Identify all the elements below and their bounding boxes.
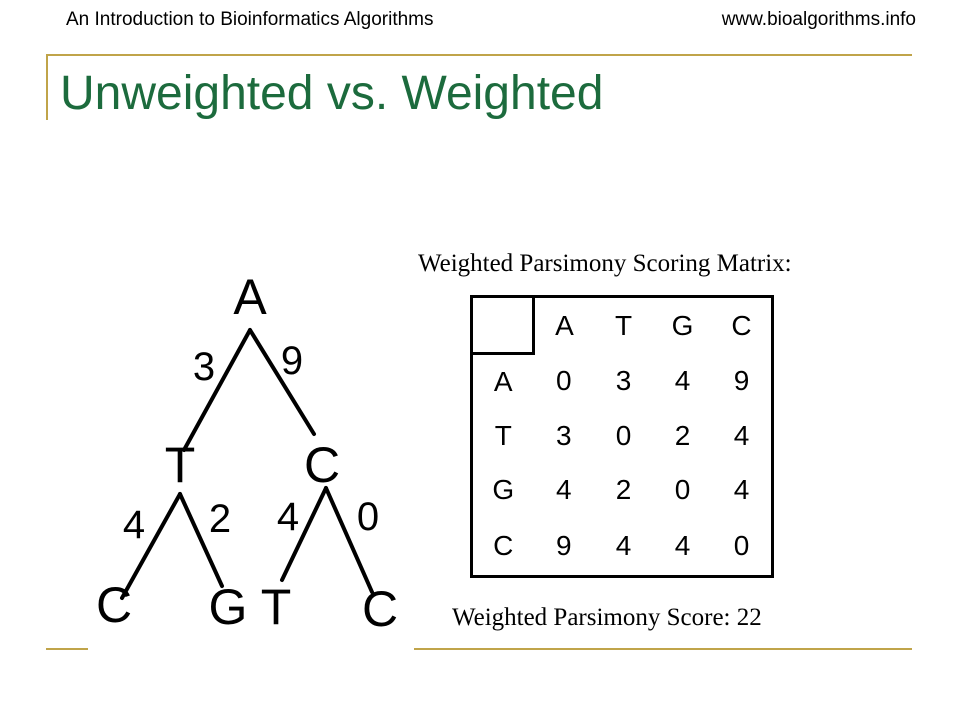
footer-rule-left (46, 648, 88, 650)
tree-leaf-3: T (261, 579, 292, 635)
matrix-row: C 9 4 4 0 (470, 517, 774, 578)
weighted-tree-diagram: A T C C G T C 3 9 4 2 4 0 (96, 269, 398, 637)
matrix-header-row: A T G C (470, 295, 774, 355)
tree-leaf-2: G (209, 579, 248, 635)
title-top-rule (46, 54, 912, 56)
matrix-column-header: C (712, 295, 774, 354)
matrix-cell: 4 (653, 517, 712, 578)
matrix-column-header: G (653, 295, 712, 354)
matrix-cell: 9 (712, 353, 774, 409)
edge-weight-t-left: 4 (123, 503, 145, 547)
title-left-rule (46, 54, 48, 120)
matrix-column-header: T (594, 295, 653, 354)
matrix-row: A 0 3 4 9 (470, 353, 774, 409)
matrix-cell: 0 (615, 420, 632, 451)
matrix-row-header: T (470, 409, 534, 463)
tree-node-left: T (165, 437, 196, 493)
tree-node-right: C (304, 437, 340, 493)
parsimony-score: Weighted Parsimony Score: 22 (452, 604, 762, 631)
matrix-cell: 4 (674, 365, 691, 397)
matrix-cell: 9 (533, 517, 594, 578)
tree-leaf-1: C (96, 577, 132, 633)
matrix-row: G 4 2 0 4 (470, 463, 774, 517)
matrix-cell: 4 (712, 463, 774, 517)
edge-weight-c-right: 0 (357, 495, 379, 539)
matrix-cell: 2 (674, 420, 691, 451)
edge-weight-root-right: 9 (281, 339, 303, 383)
edge-t-to-leaf-g (178, 492, 224, 588)
matrix-cell: 0 (712, 517, 774, 578)
matrix-cell: 0 (674, 474, 691, 505)
matrix-row-header: C (470, 517, 534, 578)
matrix-corner-cell (470, 295, 535, 355)
matrix-row-header: G (470, 463, 534, 517)
matrix-row: T 3 0 2 4 (470, 409, 774, 463)
header-course-title: An Introduction to Bioinformatics Algori… (66, 9, 434, 30)
edge-c-to-leaf-c (324, 486, 374, 594)
matrix-cell: 3 (615, 365, 632, 397)
edge-c-to-leaf-t (280, 486, 328, 582)
slide-title: Unweighted vs. Weighted (60, 67, 604, 120)
matrix-row-header: A (470, 353, 534, 409)
footer-rule-right (414, 648, 912, 650)
matrix-cell: 2 (615, 474, 632, 505)
edge-weight-c-left: 4 (277, 495, 299, 539)
matrix-column-header: A (533, 295, 594, 354)
edge-root-to-t (182, 328, 252, 452)
matrix-caption: Weighted Parsimony Scoring Matrix: (418, 250, 792, 277)
edge-weight-root-left: 3 (193, 345, 215, 389)
matrix-cell: 4 (594, 517, 653, 578)
edge-root-to-c (248, 328, 316, 436)
tree-leaf-4: C (362, 581, 398, 637)
matrix-cell: 0 (555, 365, 572, 397)
tree-node-root: A (233, 269, 267, 325)
matrix-cell: 4 (555, 474, 572, 505)
scoring-matrix: A T G C A 0 3 4 9 T 3 0 2 4 G 4 2 0 4 C (470, 295, 774, 578)
matrix-cell: 3 (555, 420, 572, 451)
header-website: www.bioalgorithms.info (721, 9, 916, 30)
edge-t-to-leaf-c (120, 492, 182, 600)
matrix-cell: 4 (712, 409, 774, 463)
edge-weight-t-right: 2 (209, 497, 231, 541)
